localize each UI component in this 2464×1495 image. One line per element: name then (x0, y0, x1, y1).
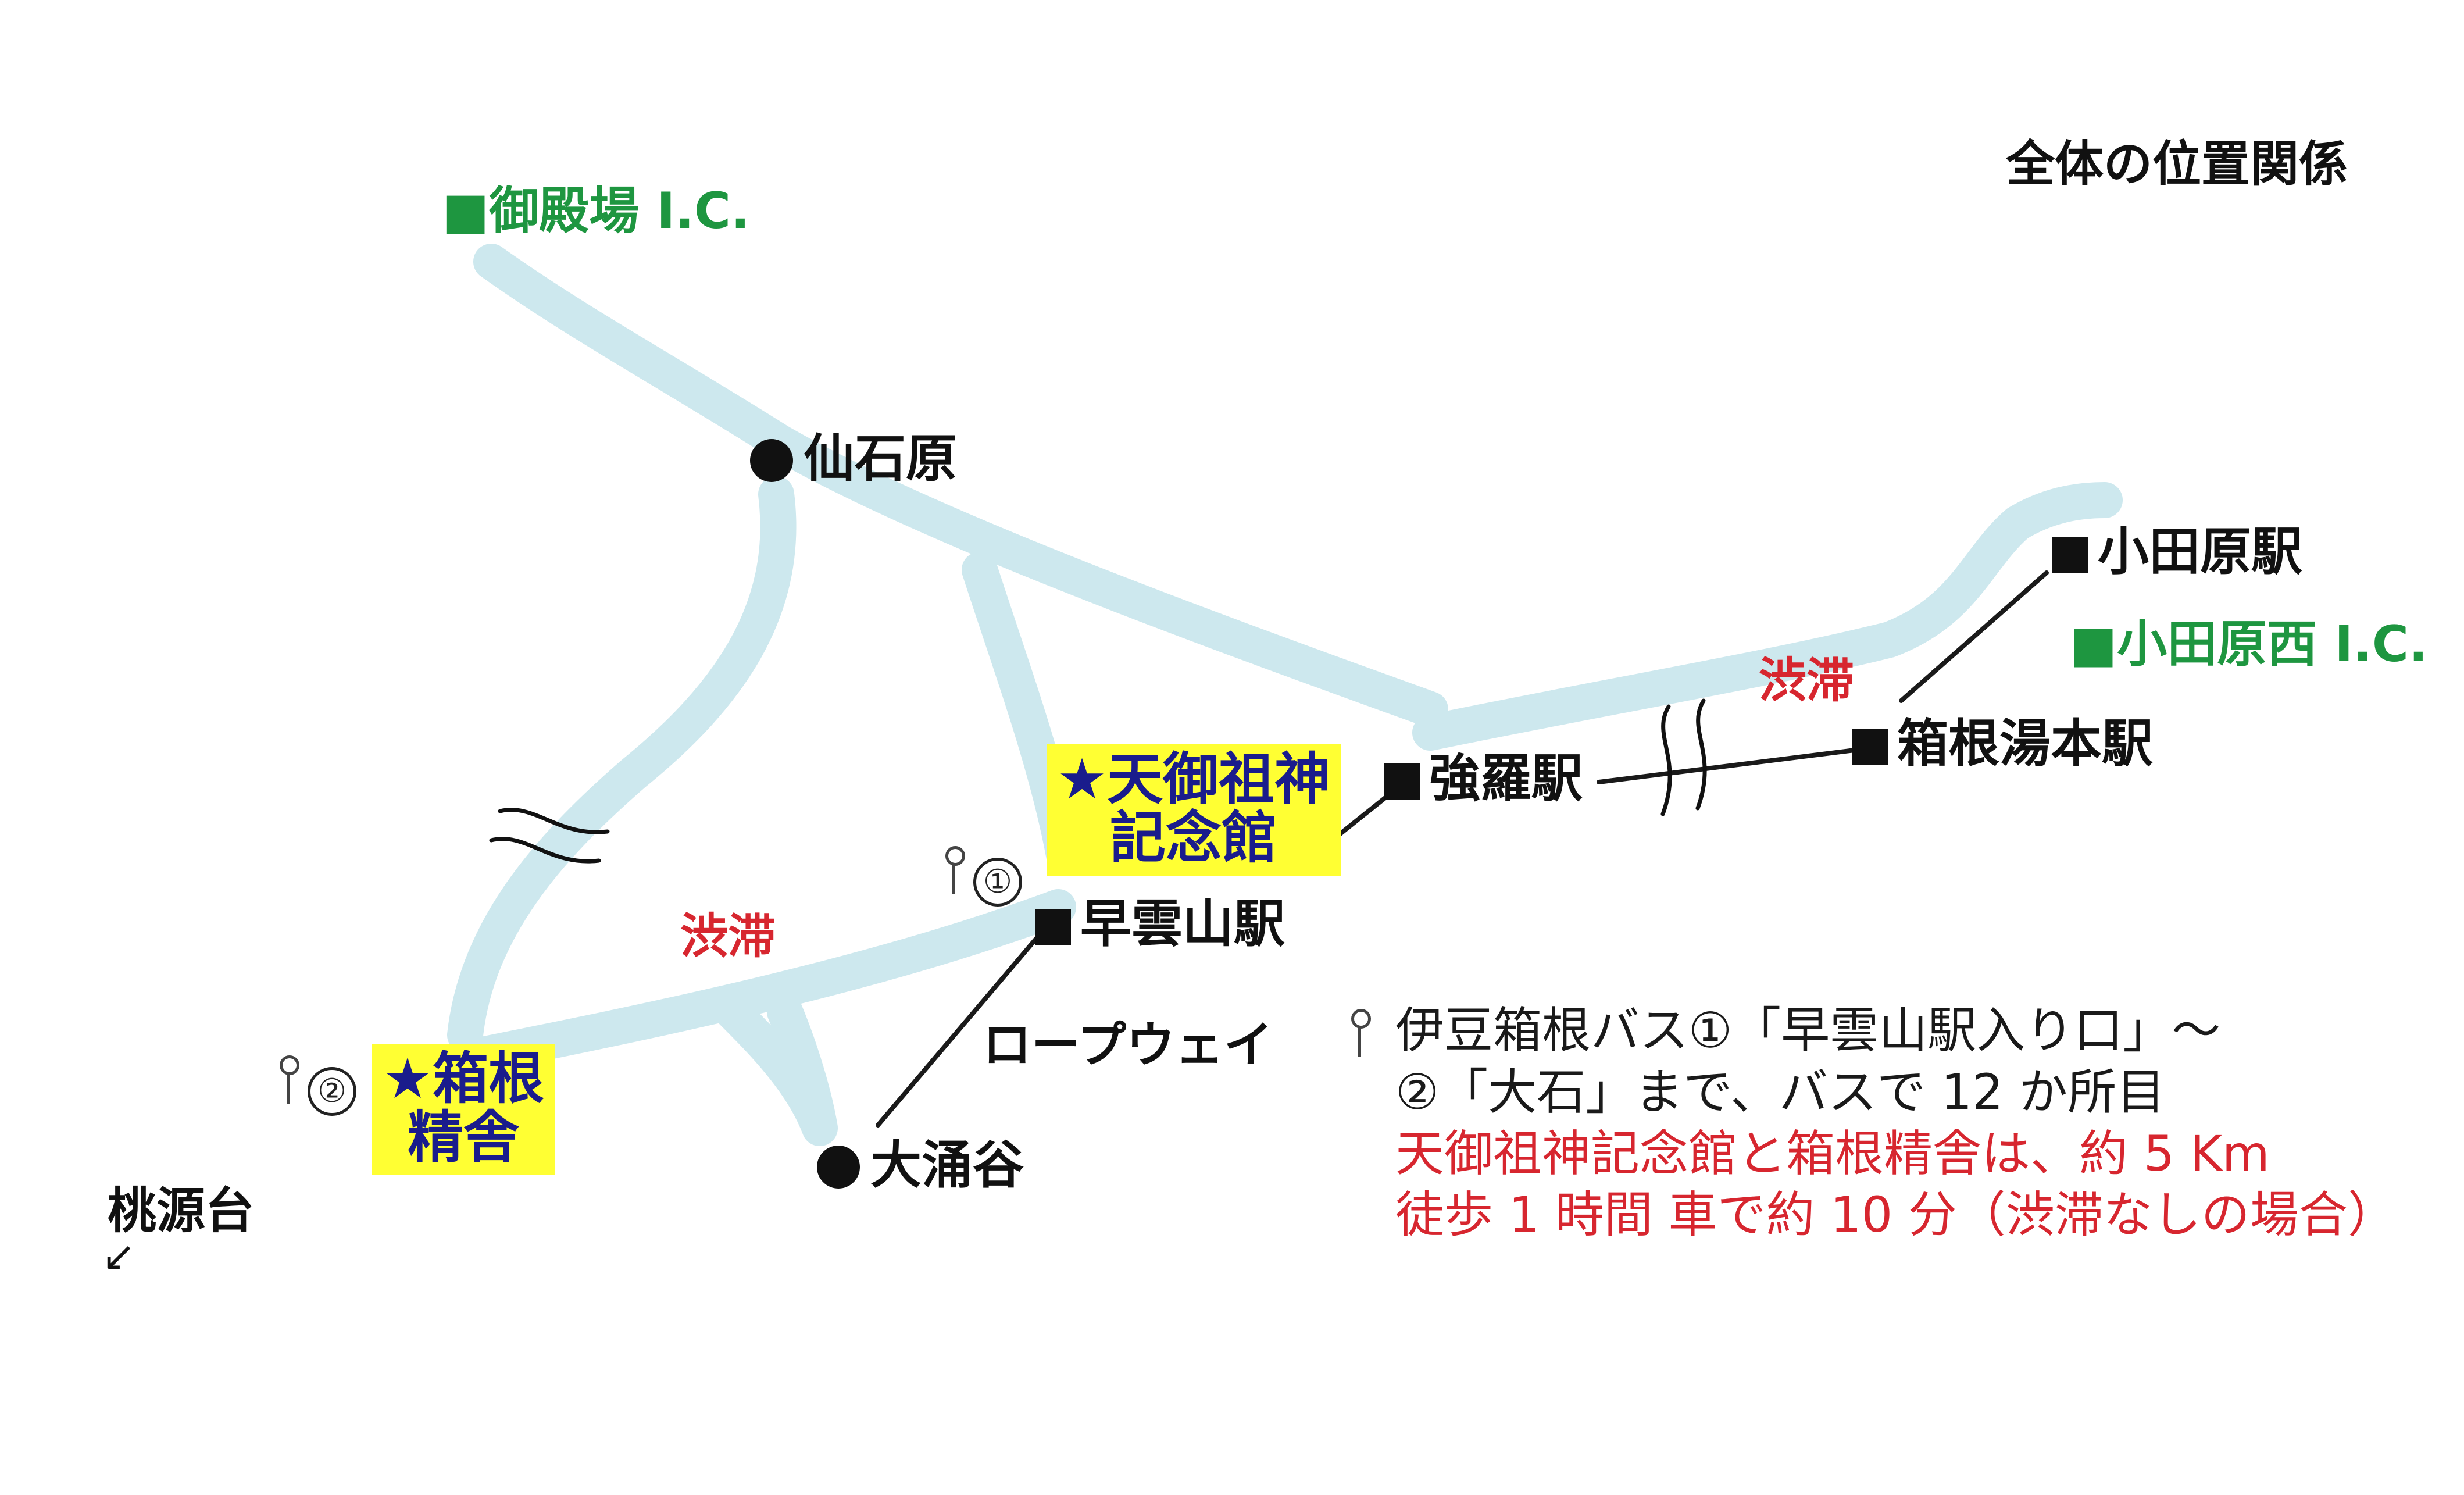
bus-stop-pin-note-icon (1348, 1009, 1379, 1061)
ropeway-line (876, 931, 1043, 1128)
bus-stop-pin-icon (942, 846, 965, 898)
station-square-icon (1384, 763, 1420, 800)
traffic-jam-label-west: 渋滞 (680, 909, 776, 964)
rail-odawara-yumoto (1899, 570, 2049, 703)
odawara-station-text: 小田原駅 (2098, 522, 2303, 581)
odawara-nishi-ic-label: ■小田原西 I.C. (2070, 615, 2428, 673)
road-seisha-sounzan (447, 889, 1076, 1076)
togendai-direction-arrow-icon: ↙ (102, 1232, 136, 1280)
note-line-2: ②「大石」まで、バスで 12 か所目 (1395, 1063, 2166, 1121)
road-owakudani-spur (715, 994, 838, 1146)
rail-yumoto-gora (1597, 748, 1857, 784)
bus-stop-2-marker: ② (276, 1055, 356, 1116)
bus-stop-2-number: ② (308, 1067, 356, 1116)
break-mark-rail (1660, 698, 1707, 816)
sounzan-station-text: 早雲山駅 (1080, 894, 1285, 954)
gotemba-ic-label: ■御殿場 I.C. (442, 182, 750, 240)
sengokuhara-text: 仙石原 (804, 429, 958, 488)
museum-highlight: ★天御祖神 記念館 (1047, 744, 1341, 876)
traffic-jam-label-east: 渋滞 (1759, 653, 1855, 708)
station-dot-icon (817, 1146, 860, 1189)
break-mark-road (489, 808, 610, 864)
station-square-icon (1852, 729, 1888, 765)
bus-stop-pin-icon (276, 1055, 299, 1108)
odawara-station-label: 小田原駅 (2052, 526, 2302, 577)
owakudani-label: 大涌谷 (817, 1140, 1024, 1191)
bus-stop-pin-icon (1348, 1009, 1371, 1061)
station-dot-icon (750, 439, 793, 482)
owakudani-text: 大涌谷 (870, 1135, 1024, 1195)
note-line-3: 天御祖神記念館と箱根精舎は、約 5 Km (1395, 1125, 2270, 1182)
station-square-icon (2052, 537, 2088, 573)
note-line-1-text: 伊豆箱根バス①「早雲山駅入り口」～ (1395, 1002, 2221, 1059)
hakone-yumoto-station-label: 箱根湯本駅 (1852, 718, 2153, 769)
bus-stop-1-number: ① (973, 858, 1022, 907)
note-line-4: 徒歩 1 時間 車で約 10 分（渋滞なしの場合） (1395, 1186, 2397, 1244)
sounzan-station-label: 早雲山駅 (1035, 898, 1285, 950)
togendai-label: 桃源台 (108, 1182, 255, 1239)
sengokuhara-label: 仙石原 (750, 433, 957, 484)
map-title: 全体の位置関係 (2006, 135, 2348, 192)
road-gora-odawara (1412, 482, 2123, 751)
gora-station-text: 強羅駅 (1429, 748, 1583, 808)
seisha-highlight: ★箱根 精舎 (372, 1044, 555, 1175)
gora-station-label: 強羅駅 (1384, 753, 1583, 804)
road-sengokuhara-seisha (447, 476, 797, 1053)
bus-stop-1-marker: ① (942, 846, 1022, 907)
hakone-yumoto-station-text: 箱根湯本駅 (1897, 713, 2154, 773)
note-line-1: 伊豆箱根バス①「早雲山駅入り口」～ (1360, 1000, 2397, 1062)
ropeway-label: ロープウェイ (983, 1016, 1273, 1073)
road-gotemba-gora (473, 244, 1448, 727)
access-note: 伊豆箱根バス①「早雲山駅入り口」～ ②「大石」まで、バスで 12 か所目 天御祖… (1360, 1000, 2397, 1246)
station-square-icon (1035, 909, 1071, 945)
